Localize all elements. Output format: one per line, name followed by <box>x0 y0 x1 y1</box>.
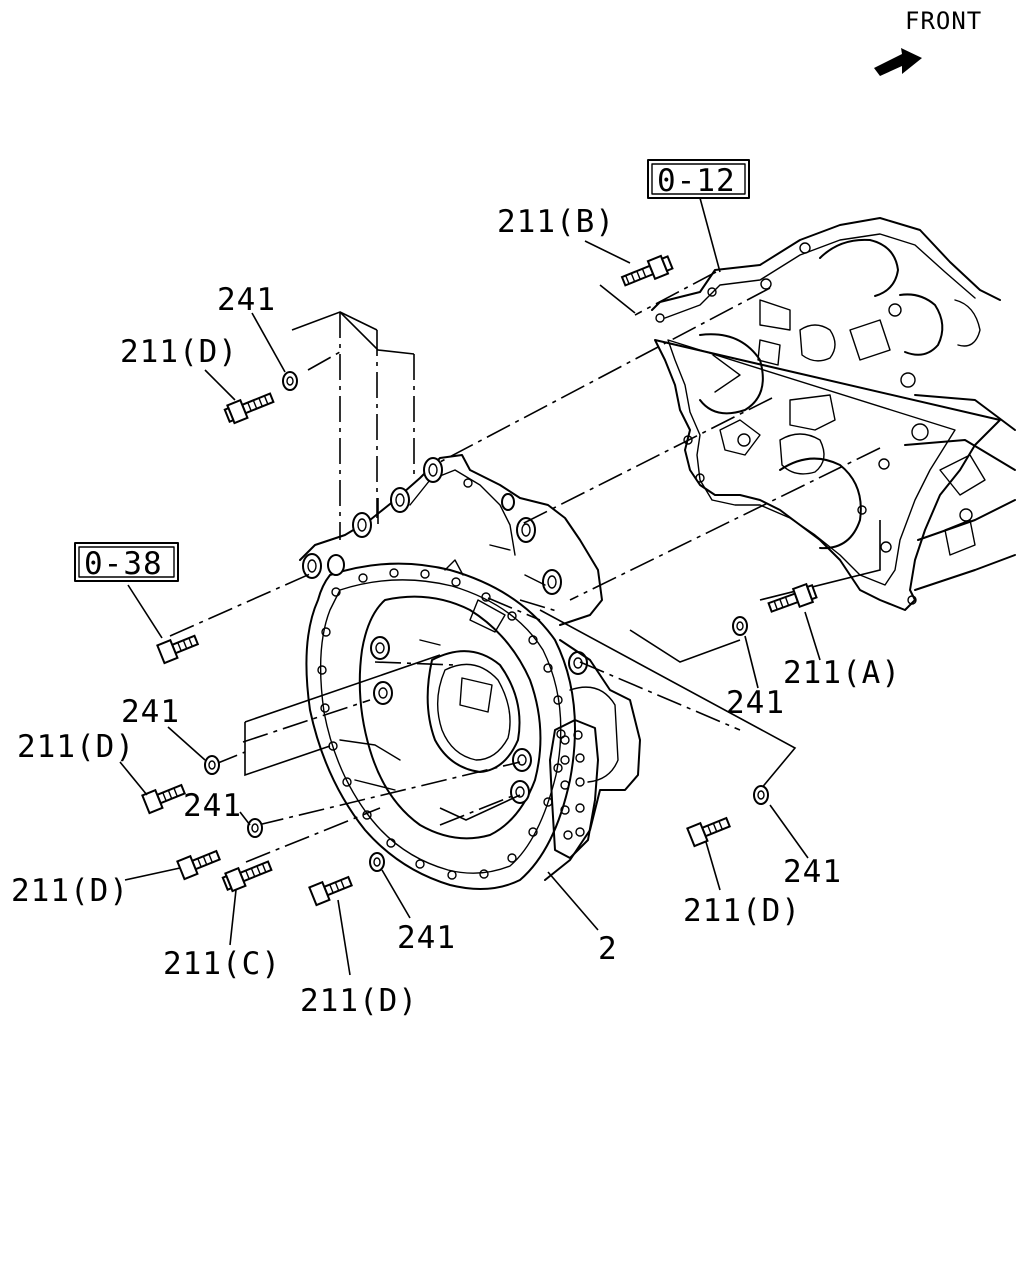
callout-211D-right: 211(D) <box>683 893 801 929</box>
bolt-211D-bottom-icon[interactable] <box>308 872 353 907</box>
ref-housing-text: 0-38 <box>84 546 163 582</box>
ref-box-housing[interactable]: 0-38 <box>74 542 179 582</box>
callout-241-left2: 241 <box>183 788 242 824</box>
starter-holes <box>560 730 585 840</box>
flywheel-housing[interactable] <box>299 454 641 890</box>
washer-241-bottom-icon[interactable] <box>369 852 385 872</box>
callout-241-right1: 241 <box>726 685 785 721</box>
bolt-211D-right-icon[interactable] <box>686 813 731 848</box>
callout-211C: 211(C) <box>163 946 281 982</box>
callout-211D-top: 211(D) <box>120 334 238 370</box>
callout-241-top: 241 <box>217 282 276 318</box>
bolt-211-housing-icon[interactable] <box>156 631 200 665</box>
callout-211D-bottom: 211(D) <box>300 983 418 1019</box>
front-label: FRONT <box>905 7 982 35</box>
front-arrow-icon <box>874 48 922 76</box>
bolt-211D-left1-icon[interactable] <box>141 780 186 815</box>
bolt-211A-icon[interactable] <box>767 582 818 616</box>
callout-part-2: 2 <box>598 931 618 967</box>
callout-241-bottom: 241 <box>397 920 456 956</box>
ref-box-block[interactable]: 0-12 <box>647 159 750 199</box>
ref-block-text: 0-12 <box>657 163 736 199</box>
callout-211A: 211(A) <box>783 655 901 691</box>
callout-241-left1: 241 <box>121 694 180 730</box>
washer-241-right2-icon[interactable] <box>753 785 769 805</box>
washer-241-left1-icon[interactable] <box>204 755 220 775</box>
bolt-211D-left2-icon[interactable] <box>176 846 221 881</box>
washer-241-top-icon[interactable] <box>282 371 298 391</box>
washer-241-left2-icon[interactable] <box>247 818 263 838</box>
bolt-211D-top-icon[interactable] <box>223 389 276 425</box>
bolt-211B-icon[interactable] <box>620 254 674 290</box>
washer-241-right1-icon[interactable] <box>732 616 748 636</box>
assembly-lines <box>169 271 881 863</box>
callout-211B: 211(B) <box>497 204 615 240</box>
callout-leaders <box>119 197 821 976</box>
bolt-211C-icon[interactable] <box>221 857 274 893</box>
callout-211D-left1: 211(D) <box>17 729 135 765</box>
engine-block <box>651 217 1016 611</box>
callout-211D-left2: 211(D) <box>11 873 129 909</box>
callout-241-right2: 241 <box>783 854 842 890</box>
